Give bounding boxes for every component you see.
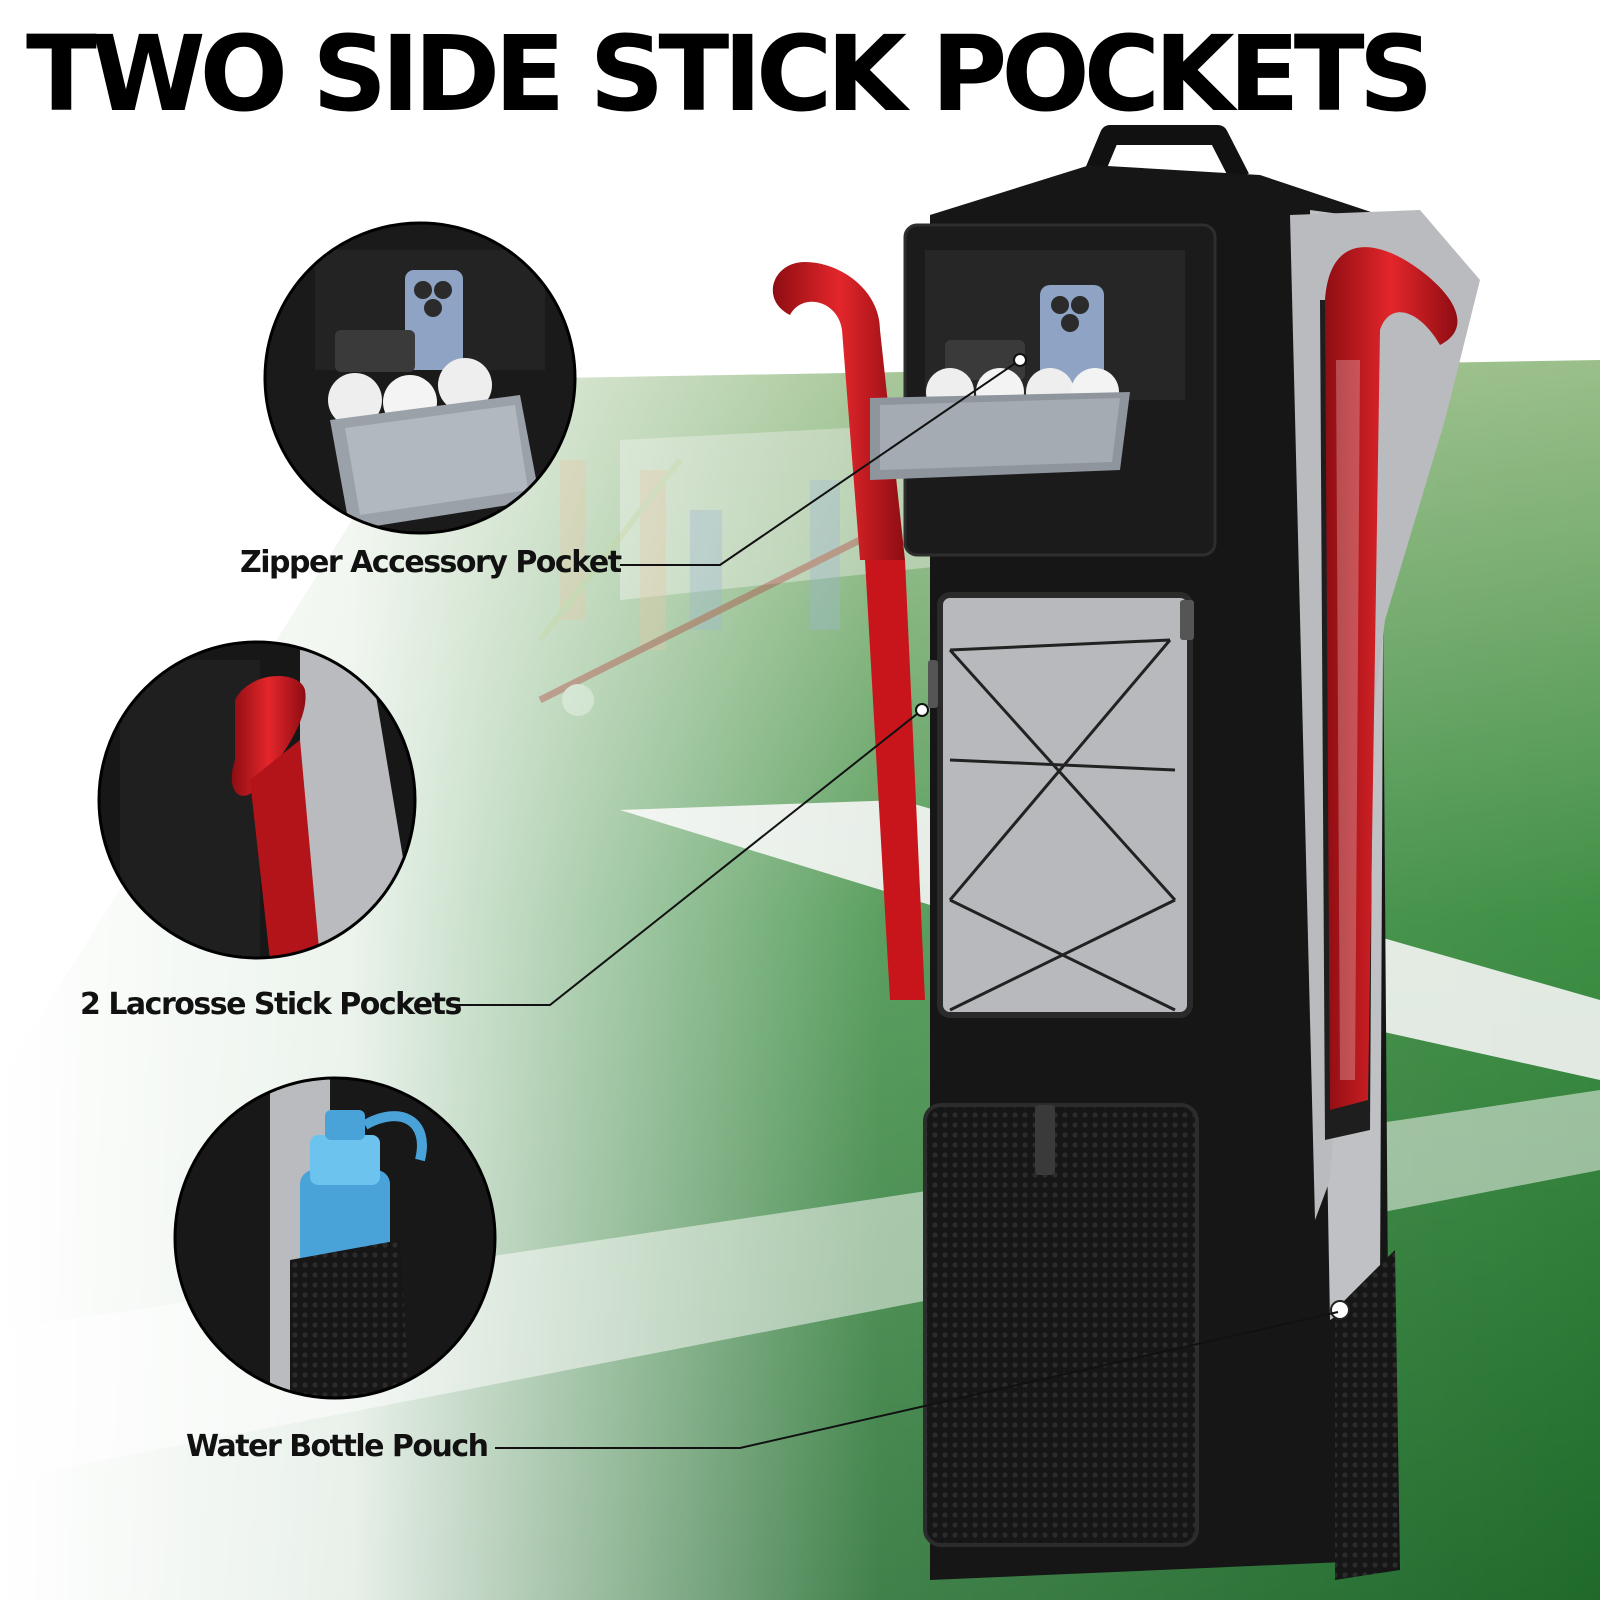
zoom-circle-bottle-pouch: [173, 1076, 497, 1400]
callout-lacrosse-stick-pockets: 2 Lacrosse Stick Pockets: [80, 987, 462, 1022]
headline: TWO SIDE STICK POCKETS: [26, 13, 1434, 135]
stick-bag: [772, 125, 1480, 1580]
zoom-circle-stick-pockets: [97, 640, 417, 960]
bungee-cord: [948, 638, 1177, 1012]
callout-water-bottle-pouch: Water Bottle Pouch: [186, 1429, 489, 1464]
leader-lines: [450, 353, 1339, 1449]
callout-zipper-accessory-pocket: Zipper Accessory Pocket: [240, 545, 622, 580]
zoom-circle-accessory-pocket: [263, 221, 577, 535]
players-background: [537, 458, 862, 716]
